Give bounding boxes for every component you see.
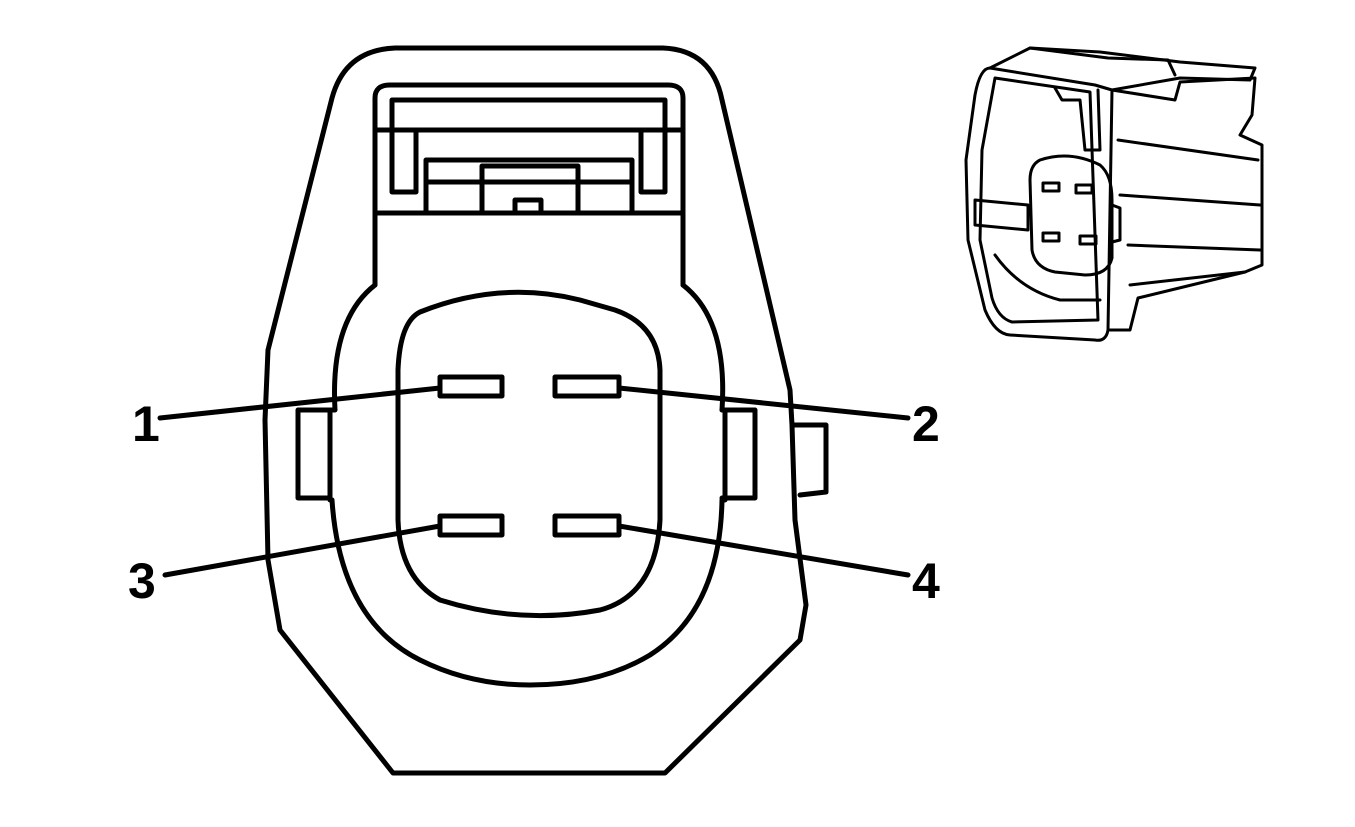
latch-key: [512, 197, 544, 216]
iso-latch: [1053, 86, 1102, 152]
iso-side-rib-1: [1116, 138, 1260, 162]
iso-key-bar: [973, 198, 1030, 232]
iso-terminal-island: [1028, 154, 1114, 277]
iso-terminal-2: [1074, 183, 1094, 195]
pin-label-4: 4: [912, 553, 940, 609]
iso-outer-shell: [964, 66, 1114, 342]
leader-line-4: [616, 523, 911, 578]
left-key-notch: [295, 407, 333, 501]
iso-island-tab: [1110, 203, 1122, 244]
latch-left-rib: [389, 127, 419, 195]
iso-terminal-3: [1041, 231, 1061, 243]
terminal-1: [437, 374, 505, 399]
terminal-4: [552, 513, 622, 538]
iso-side-rib-3: [1126, 243, 1262, 252]
pin-label-2: 2: [912, 396, 940, 452]
connector-isometric-view: [964, 46, 1264, 342]
right-key-notch: [719, 407, 758, 501]
leader-line-1: [157, 385, 443, 421]
locking-latch-inner: [389, 97, 668, 133]
right-housing-step: [789, 422, 829, 498]
pin-label-1: 1: [132, 396, 160, 452]
leader-line-2: [616, 385, 911, 421]
iso-side-body: [1106, 76, 1264, 332]
leader-line-3: [162, 523, 443, 578]
connector-outer-housing: [262, 45, 809, 776]
iso-terminal-4: [1078, 234, 1098, 246]
latch-tab: [479, 163, 581, 216]
terminal-2: [552, 374, 622, 399]
terminal-island: [395, 289, 663, 619]
latch-cavity: [423, 157, 635, 216]
iso-side-rib-2: [1118, 193, 1262, 207]
pin-label-3: 3: [128, 553, 156, 609]
latch-right-rib: [638, 127, 668, 195]
iso-side-rib-4: [1128, 270, 1247, 287]
locking-latch-outer: [372, 82, 686, 288]
iso-top-ridge: [1028, 46, 1177, 77]
terminal-3: [437, 513, 505, 538]
iso-front-rim: [978, 76, 1100, 324]
seal-recess-outline: [327, 282, 728, 688]
iso-lower-rim: [993, 253, 1102, 302]
iso-terminal-1: [1041, 181, 1061, 193]
